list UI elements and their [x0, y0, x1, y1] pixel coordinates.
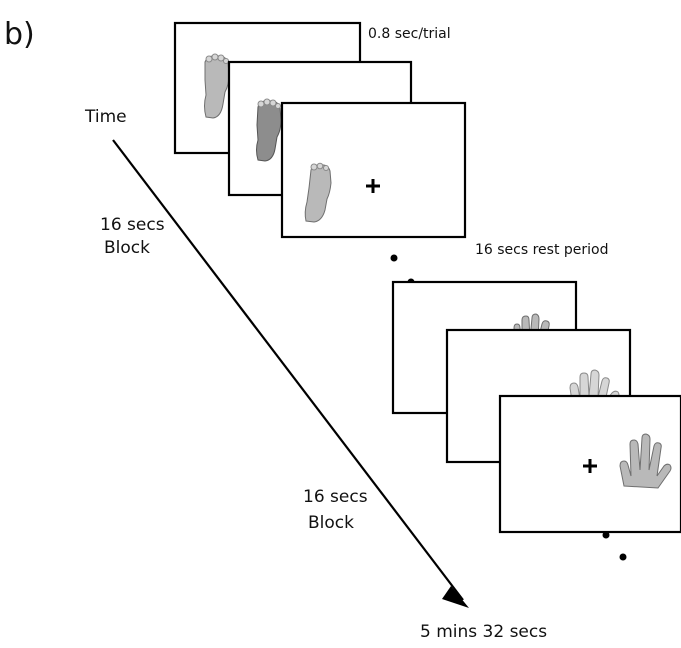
- trial-duration-label: 0.8 sec/trial: [368, 26, 451, 42]
- ellipsis-dot: [602, 531, 610, 539]
- trial-panel: [280, 101, 467, 239]
- block-2-duration: 16 secs: [303, 487, 368, 507]
- hand-icon: [619, 433, 672, 489]
- block-2-label: Block: [308, 513, 354, 533]
- panel-label: b): [4, 17, 35, 52]
- fixation-cross: [583, 459, 597, 473]
- total-duration-label: 5 mins 32 secs: [420, 622, 547, 642]
- ellipsis-dot: [390, 254, 398, 262]
- block-1-duration: 16 secs: [100, 215, 165, 235]
- rest-period-label: 16 secs rest period: [475, 242, 609, 258]
- trial-panel: [498, 394, 681, 534]
- time-arrowhead: [442, 586, 469, 608]
- ellipsis-dot: [619, 553, 627, 561]
- block-1-label: Block: [104, 238, 150, 258]
- foot-icon: [256, 98, 282, 162]
- time-arrow: [112, 139, 464, 601]
- time-label: Time: [84, 107, 127, 127]
- block-1-trials: [173, 21, 467, 239]
- fixation-cross: [366, 179, 380, 193]
- block-2-trials: [391, 280, 681, 534]
- foot-icon: [204, 53, 230, 119]
- foot-icon: [304, 162, 332, 223]
